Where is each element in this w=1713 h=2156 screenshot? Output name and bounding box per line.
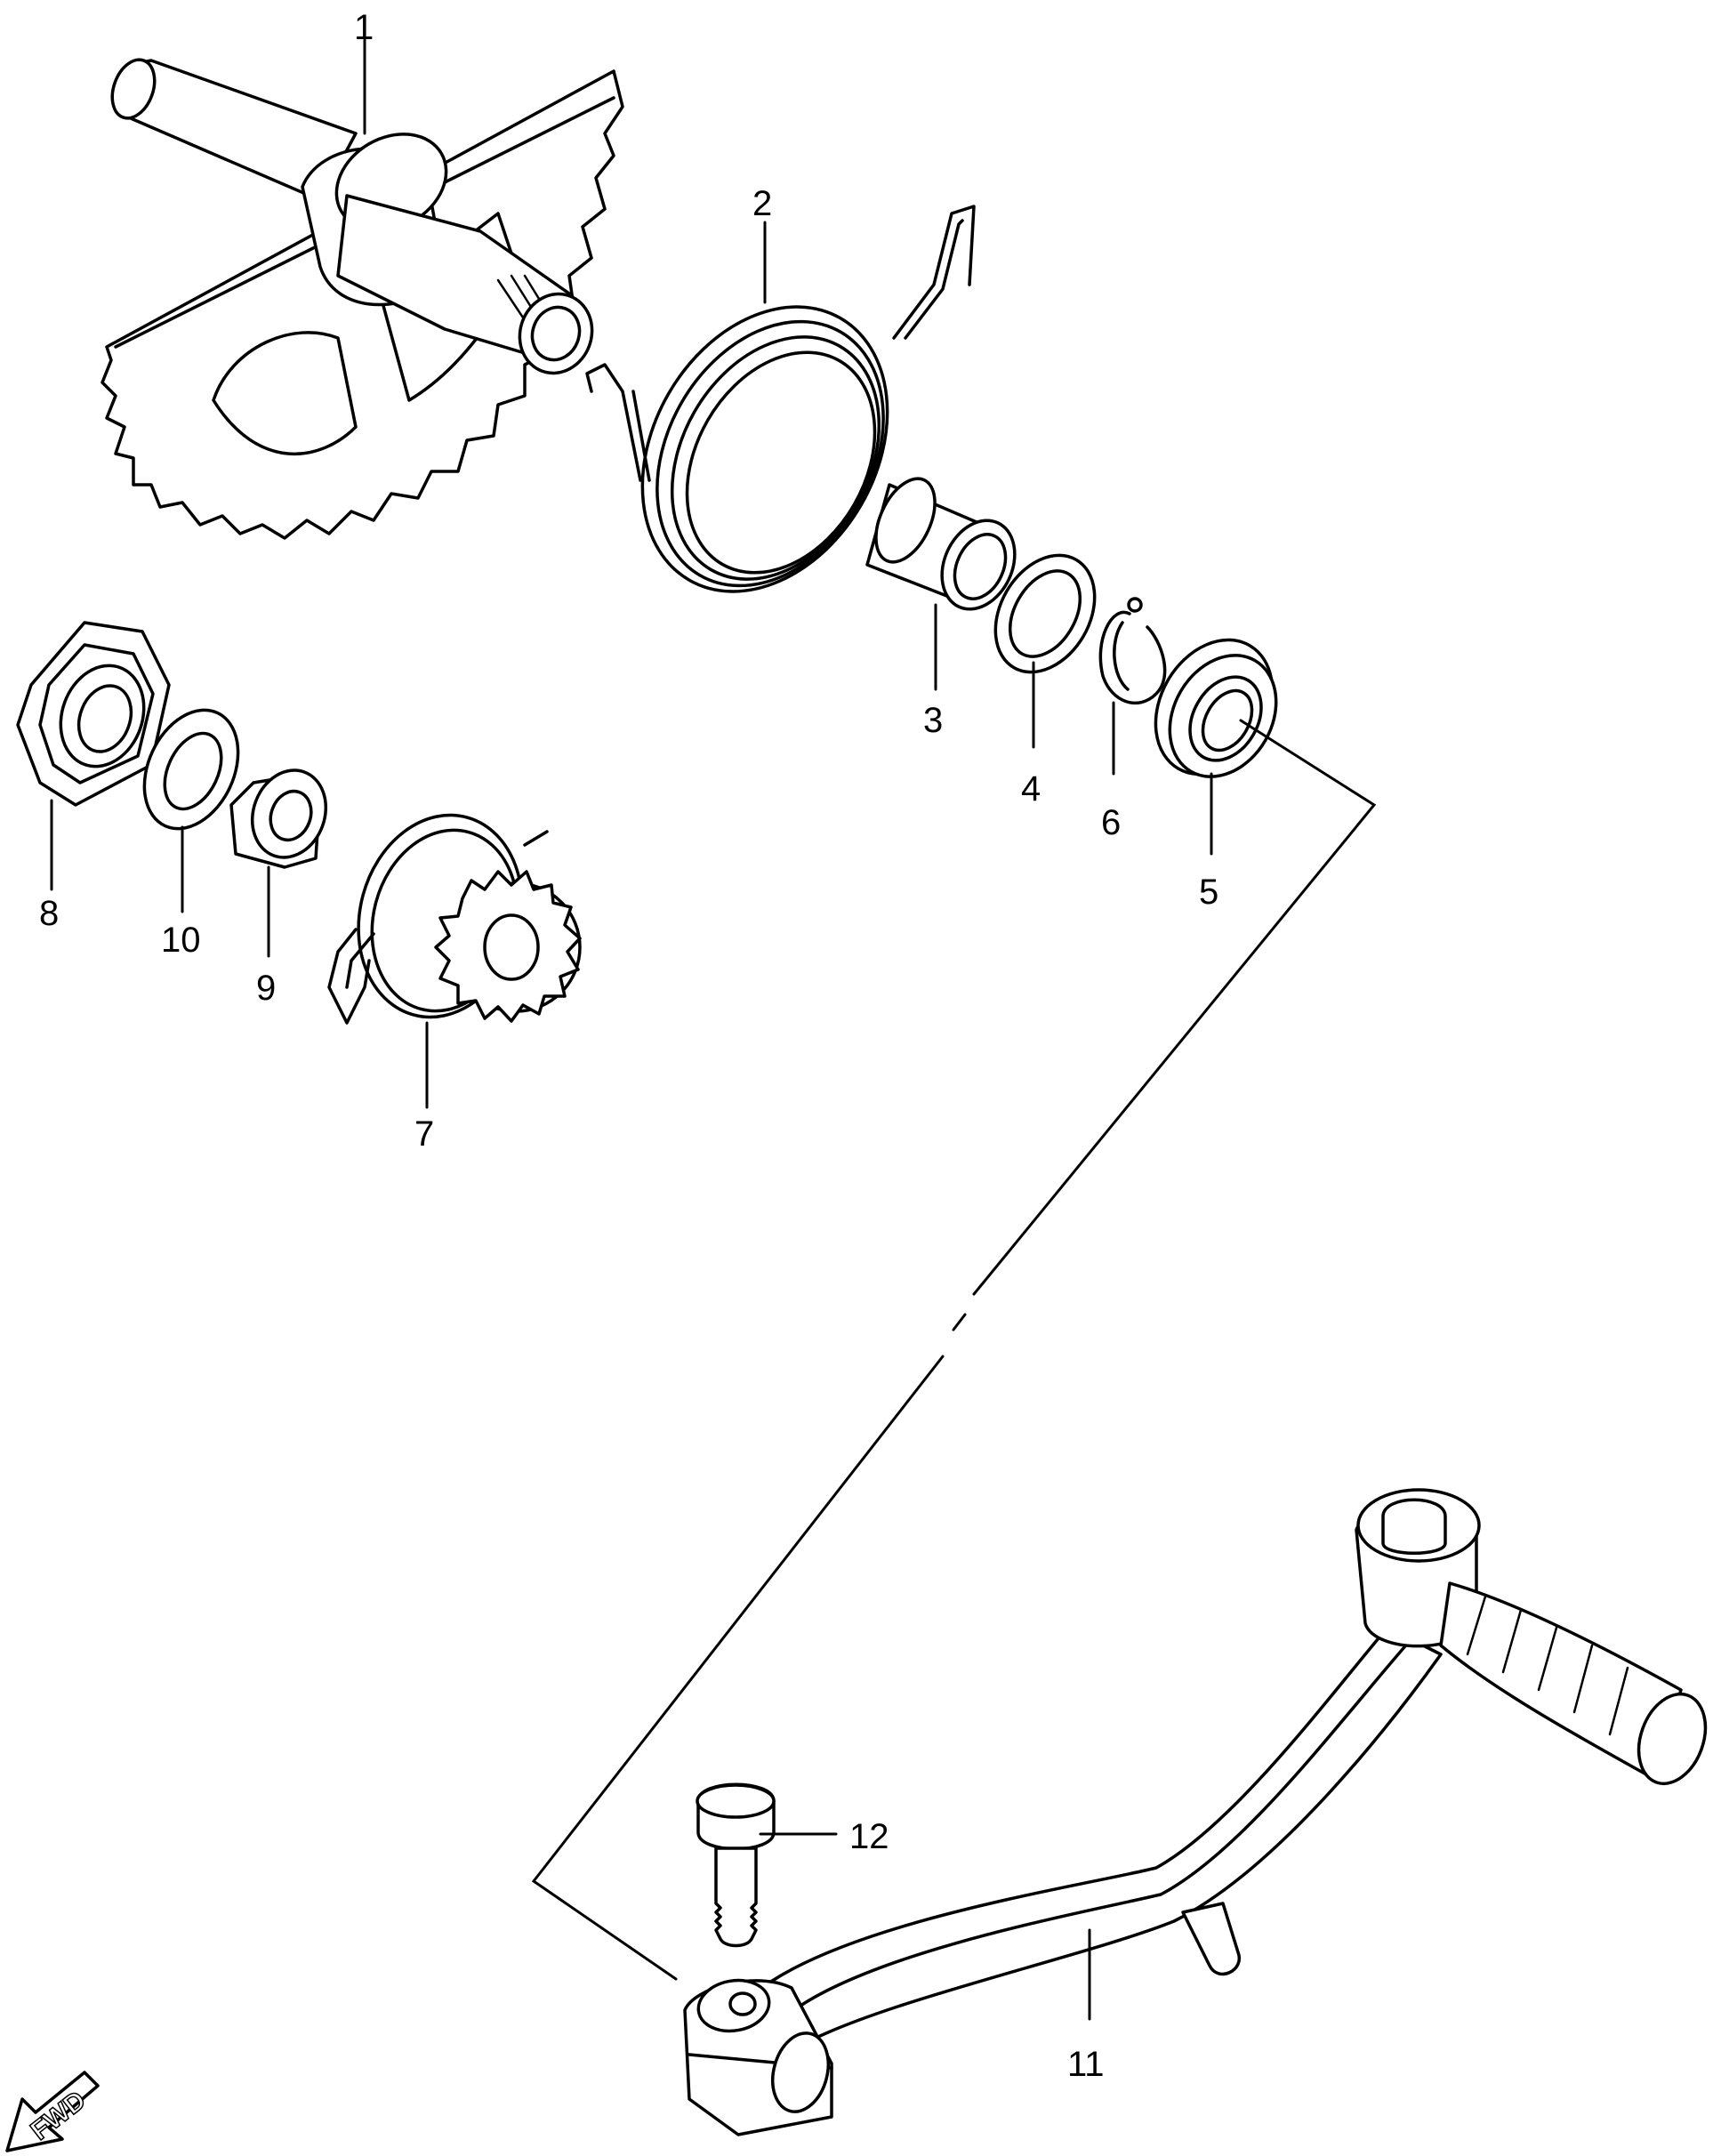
- label-part-12: 12: [849, 1817, 889, 1856]
- assembly-leader-line-gap-1: [952, 1313, 967, 1331]
- part-1-kick-shaft-gear[interactable]: 1: [101, 8, 624, 540]
- part-5-oil-seal[interactable]: 5: [1132, 619, 1298, 912]
- assembly-leader-line: [972, 719, 1377, 1296]
- label-part-10: 10: [161, 921, 201, 960]
- assembly-leader-line-lower: [531, 1355, 945, 1981]
- part-12-bolt[interactable]: 12: [696, 1782, 889, 1948]
- part-9-collar[interactable]: 9: [229, 760, 338, 1008]
- label-part-3: 3: [923, 701, 943, 740]
- label-part-1: 1: [354, 8, 374, 47]
- label-part-2: 2: [752, 184, 772, 223]
- label-part-6: 6: [1101, 803, 1121, 842]
- label-part-11: 11: [1067, 2045, 1105, 2084]
- part-6-circlip[interactable]: 6: [1098, 597, 1167, 842]
- label-part-7: 7: [414, 1114, 434, 1154]
- label-part-4: 4: [1021, 769, 1041, 808]
- part-2-return-spring[interactable]: 2: [585, 184, 976, 636]
- part-10-washer[interactable]: 10: [126, 695, 256, 960]
- fwd-arrow-icon: FWD: [5, 2071, 100, 2152]
- label-part-8: 8: [39, 894, 59, 933]
- label-part-5: 5: [1199, 873, 1218, 912]
- part-7-drive-gear[interactable]: 7: [327, 797, 582, 1154]
- part-3-bushing[interactable]: 3: [864, 470, 1028, 740]
- part-11-kick-lever[interactable]: 11: [683, 1488, 1713, 2136]
- part-4-washer[interactable]: 4: [976, 537, 1115, 808]
- label-part-9: 9: [256, 969, 276, 1008]
